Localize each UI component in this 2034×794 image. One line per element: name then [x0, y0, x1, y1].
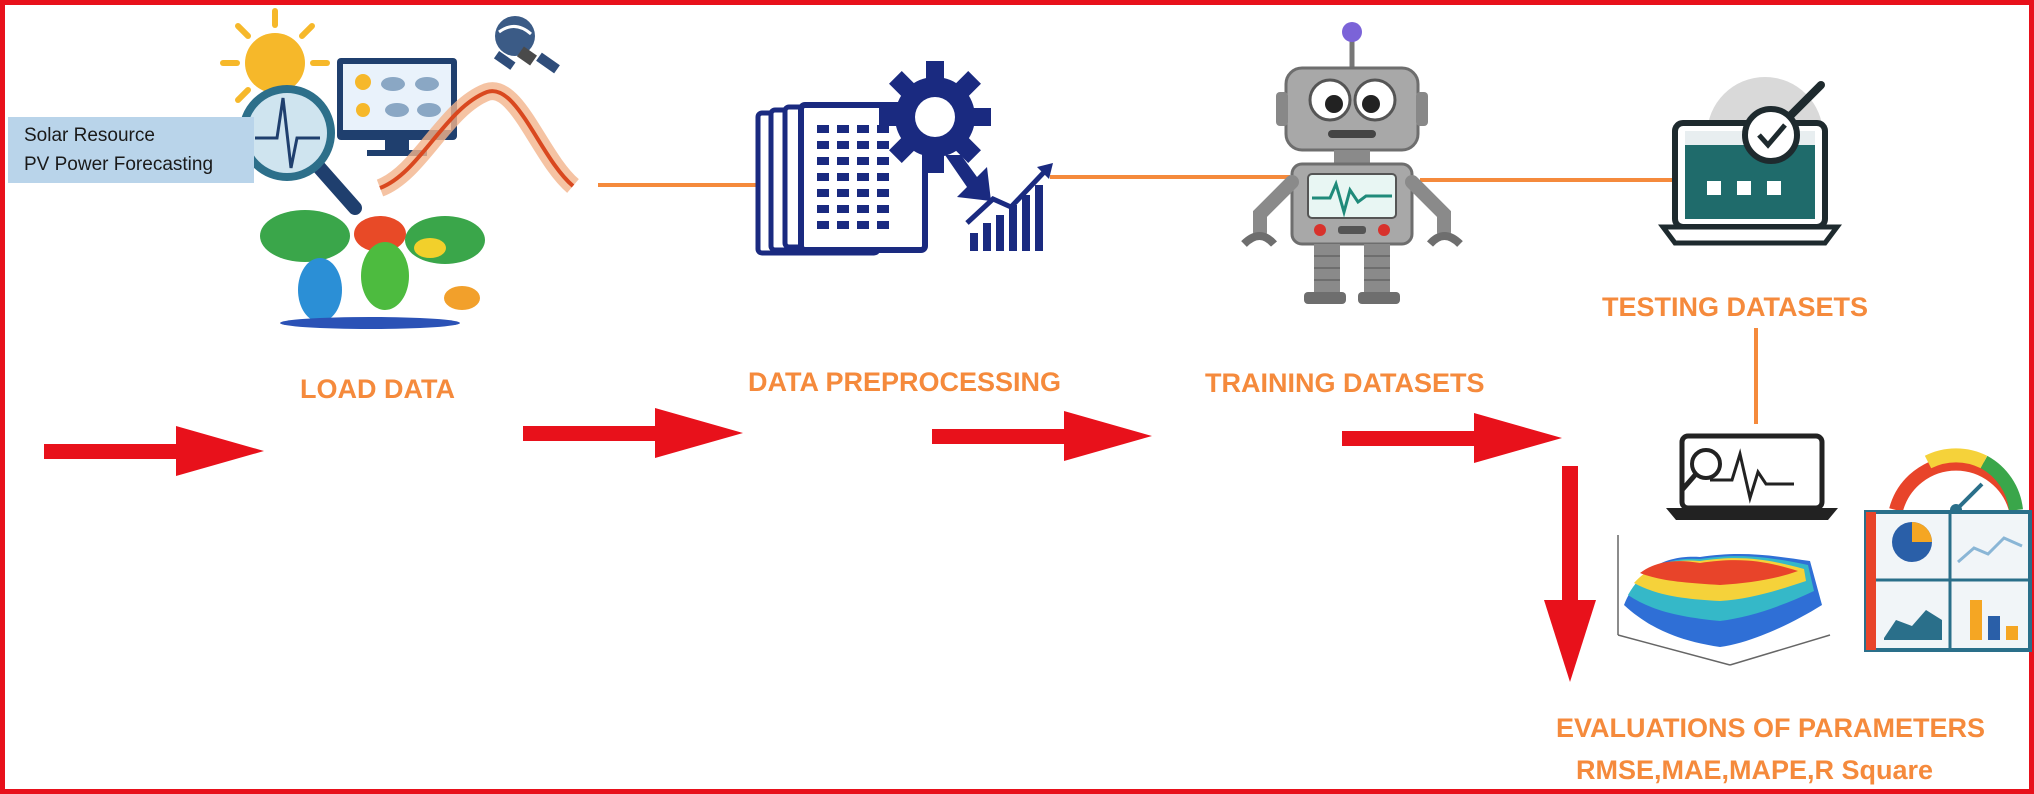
callout-line-1: Solar Resource: [24, 125, 155, 146]
laptop-checklist-icon: [1658, 77, 1842, 246]
arrow-3: [932, 411, 1152, 461]
bar-chart-icon: [965, 163, 1053, 251]
arrow-4: [1342, 413, 1562, 463]
callout-line-2: PV Power Forecasting: [24, 154, 214, 175]
gear-icon: [879, 61, 991, 173]
dashboard-icon: [1864, 448, 2032, 652]
stage-label-testing-datasets: TESTING DATASETS: [1602, 292, 1869, 322]
sun-icon: [220, 8, 330, 103]
forecast-curve-icon: [376, 82, 580, 197]
stage-label-evaluations: EVALUATIONS OF PARAMETERS: [1556, 713, 1986, 743]
load-data-illustration: [220, 8, 580, 329]
stage-label-load-data: LOAD DATA: [300, 374, 455, 404]
down-arrow-icon: [945, 155, 991, 201]
surface-plot-icon: [1608, 525, 1838, 666]
satellite-icon: [493, 16, 560, 74]
arrow-1: [44, 426, 264, 476]
document-grid: [817, 125, 889, 229]
preprocessing-illustration: [755, 61, 1053, 256]
laptop-analysis-icon: [1666, 433, 1838, 520]
stage-label-data-preprocessing: DATA PREPROCESSING: [748, 367, 1062, 397]
magnifier-icon: [239, 85, 362, 215]
world-map-icon: [250, 198, 490, 329]
arrow-2: [523, 408, 743, 458]
solar-resource-callout: Solar Resource PV Power Forecasting: [8, 117, 254, 183]
evaluation-illustration: [1608, 433, 2032, 666]
arrow-down: [1544, 466, 1596, 682]
robot-icon: [1241, 22, 1463, 304]
weather-monitor-icon: [337, 58, 457, 156]
stage-label-training-datasets: TRAINING DATASETS: [1205, 368, 1485, 398]
evaluation-metrics: RMSE,MAE,MAPE,R Square: [1576, 755, 1934, 785]
